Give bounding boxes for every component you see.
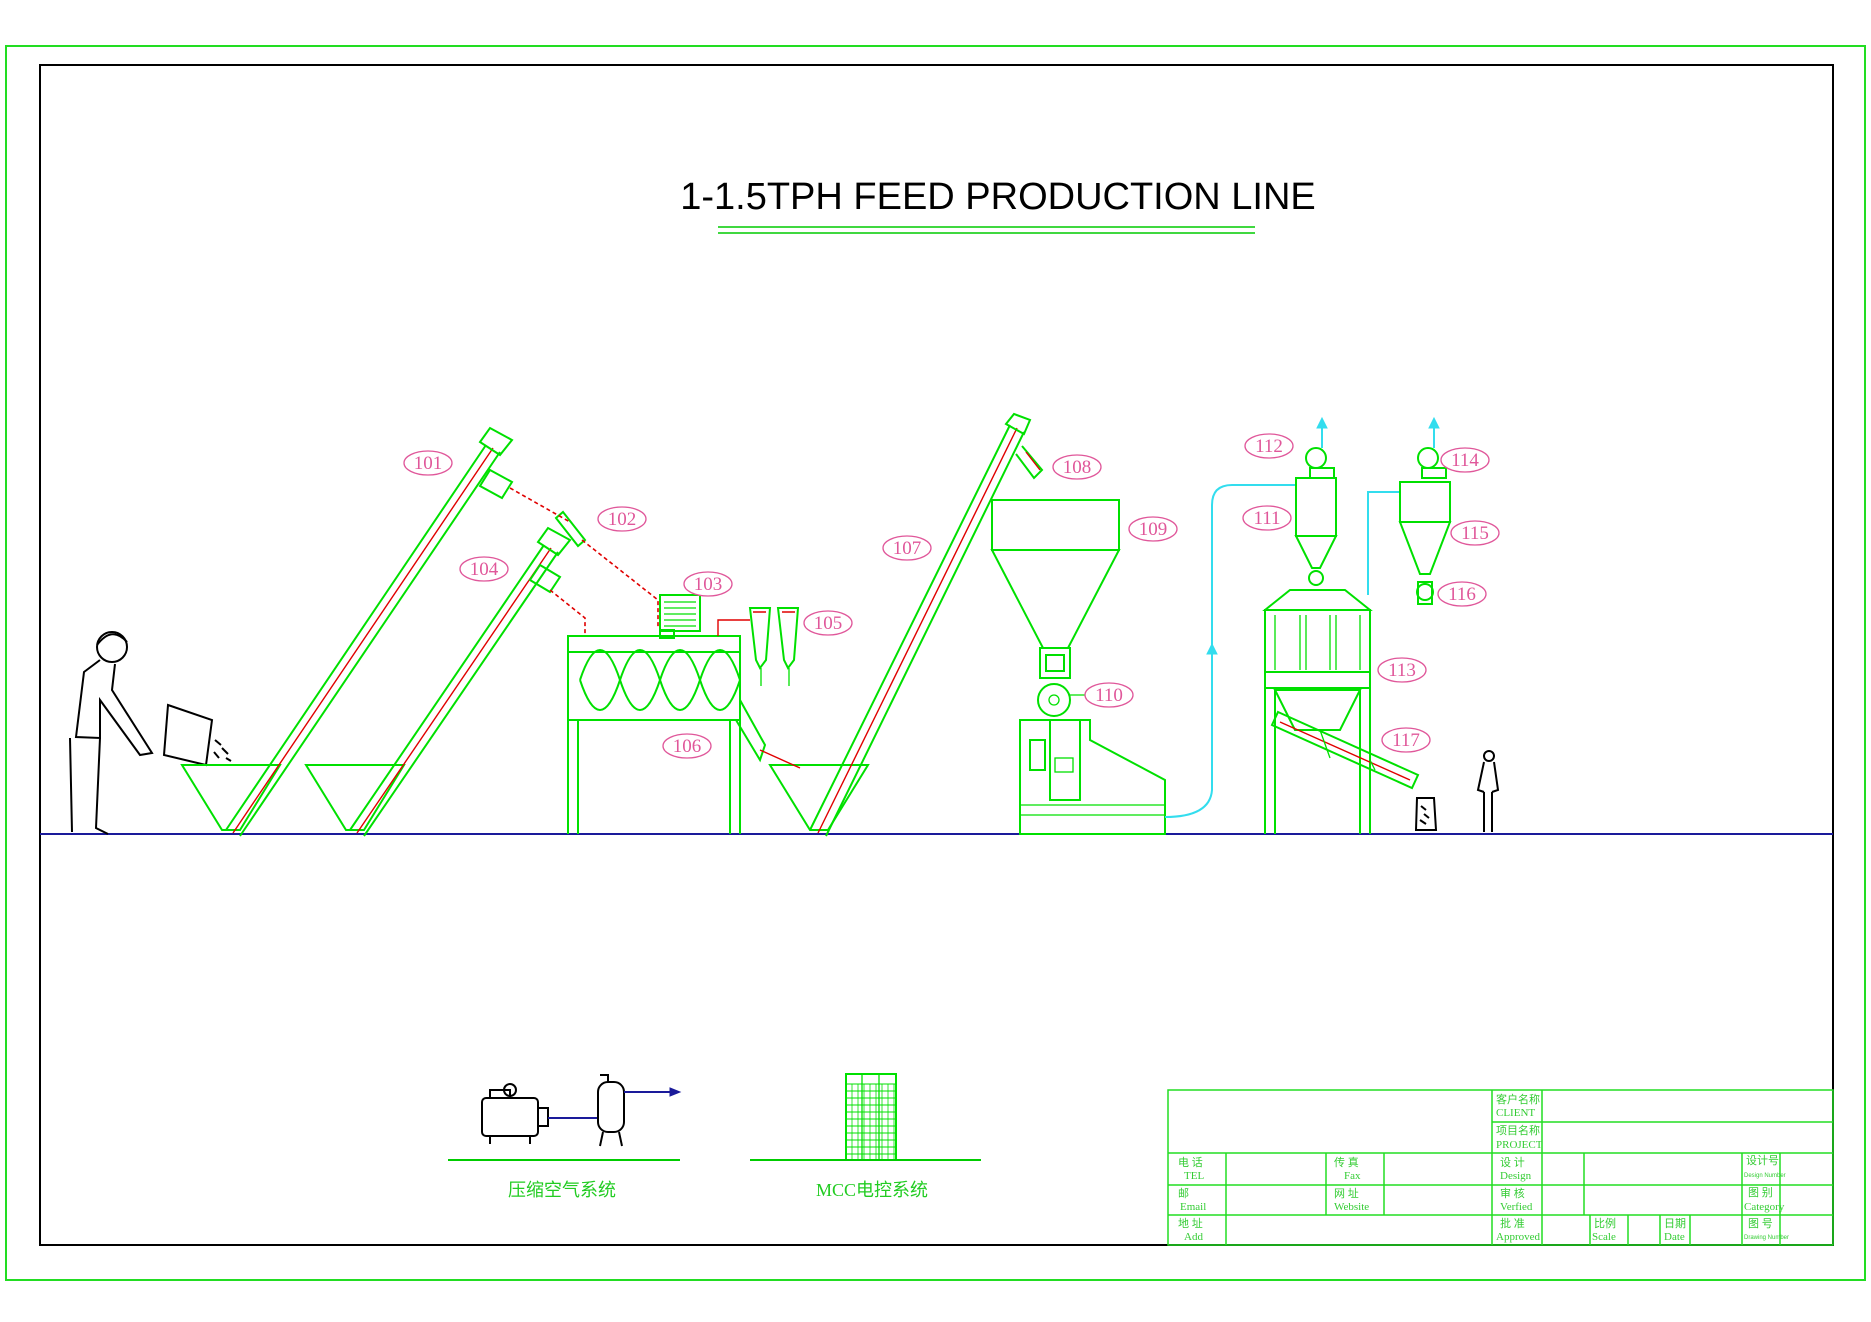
compressed-air-label: 压缩空气系统	[508, 1180, 616, 1200]
svg-text:地 址: 地 址	[1178, 1216, 1203, 1230]
fan-114	[1417, 447, 1447, 479]
duct-arrow-up-1	[1206, 642, 1218, 655]
svg-text:Fax: Fax	[1344, 1170, 1361, 1182]
svg-text:比例: 比例	[1594, 1216, 1616, 1230]
equipment-tag-label: 102	[608, 509, 637, 530]
svg-text:图 别: 图 别	[1748, 1186, 1773, 1199]
equipment-tag-114: 114	[1440, 447, 1490, 473]
cooler-113	[1262, 589, 1373, 834]
svg-text:Category: Category	[1744, 1201, 1785, 1213]
drawing-title: 1-1.5TPH FEED PRODUCTION LINE	[680, 176, 1316, 218]
svg-text:客户名称: 客户名称	[1496, 1092, 1540, 1106]
equipment-tag-label: 116	[1448, 584, 1476, 605]
equipment-tag-label: 105	[814, 613, 843, 634]
cyclone-111	[1294, 477, 1338, 586]
svg-text:Design: Design	[1500, 1170, 1532, 1182]
compressed-air-system: 压缩空气系统	[448, 1074, 682, 1200]
vent-arrow-114-head	[1428, 416, 1440, 429]
equipment-tag-label: 112	[1255, 436, 1283, 457]
equipment-tag-104: 104	[459, 556, 509, 582]
magnet-102	[509, 487, 659, 636]
conveyor-117	[1270, 710, 1420, 790]
equipment-tag-label: 110	[1095, 685, 1123, 706]
screw-conveyor-104	[304, 526, 572, 837]
bin-109	[990, 445, 1121, 649]
equipment-tag-113: 113	[1377, 657, 1427, 683]
air-duct-cyclone	[1367, 491, 1400, 595]
mcc-control-system: MCC电控系统	[750, 1073, 981, 1200]
equipment-tag-label: 101	[414, 453, 443, 474]
title-block-labels: 客户名称 CLIENT 项目名称 PROJECT 电 话 TEL 传 真 Fax…	[1178, 1092, 1789, 1243]
svg-text:设计号: 设计号	[1746, 1154, 1779, 1167]
equipment-tag-label: 109	[1139, 519, 1168, 540]
equipment-tag-101: 101	[403, 450, 453, 476]
equipment-tag-label: 113	[1388, 660, 1416, 681]
svg-text:审 核: 审 核	[1500, 1186, 1525, 1200]
svg-text:批 准: 批 准	[1500, 1216, 1525, 1230]
svg-text:设 计: 设 计	[1500, 1156, 1525, 1169]
equipment-tag-label: 115	[1461, 523, 1489, 544]
title-block	[1167, 1089, 1834, 1246]
svg-text:Verfied: Verfied	[1500, 1201, 1533, 1213]
equipment-tag-label: 114	[1451, 450, 1479, 471]
svg-text:图 号: 图 号	[1748, 1217, 1773, 1230]
screw-conveyor-107	[759, 412, 1032, 837]
equipment-tag-label: 104	[470, 559, 499, 580]
svg-text:Add: Add	[1184, 1231, 1203, 1243]
svg-text:PROJECT: PROJECT	[1496, 1139, 1543, 1151]
svg-text:邮: 邮	[1178, 1187, 1189, 1200]
equipment-tag-109: 109	[1128, 516, 1178, 542]
equipment-tag-111: 111	[1242, 505, 1292, 531]
equipment-tag-108: 108	[1052, 454, 1102, 480]
equipment-tag-116: 116	[1437, 581, 1487, 607]
filter-105	[717, 607, 800, 686]
air-duct-cooler	[1164, 484, 1296, 818]
equipment-tag-label: 108	[1063, 457, 1092, 478]
svg-text:日期: 日期	[1664, 1217, 1686, 1230]
equipment-tags: 101 102 103 104 105 106 107 108 109 110 111 112 113 1…	[403, 433, 1500, 759]
fan-112	[1305, 447, 1335, 479]
svg-text:网 址: 网 址	[1334, 1186, 1359, 1200]
equipment-tag-105: 105	[803, 610, 853, 636]
svg-text:Date: Date	[1664, 1231, 1685, 1243]
mixer-106	[567, 635, 767, 834]
equipment-tag-label: 107	[893, 538, 922, 559]
worker-small	[1476, 750, 1500, 832]
svg-text:CLIENT: CLIENT	[1496, 1107, 1535, 1119]
equipment-tag-label: 117	[1392, 730, 1420, 751]
equipment-tag-112: 112	[1244, 433, 1294, 459]
mcc-control-label: MCC电控系统	[816, 1180, 928, 1200]
equipment-tag-110: 110	[1084, 682, 1134, 708]
equipment-tag-label: 106	[673, 736, 702, 757]
equipment-tag-117: 117	[1381, 727, 1431, 753]
rotary-valve-116	[1416, 581, 1434, 605]
svg-text:Approved: Approved	[1496, 1231, 1540, 1243]
svg-text:电 话: 电 话	[1178, 1156, 1203, 1169]
svg-text:传 真: 传 真	[1334, 1155, 1359, 1169]
equipment-tag-102: 102	[597, 506, 647, 532]
svg-text:项目名称: 项目名称	[1496, 1123, 1540, 1137]
equipment-tag-107: 107	[882, 535, 932, 561]
pellet-mill-110	[1019, 647, 1166, 835]
inner-frame	[39, 64, 1834, 1246]
vent-arrow-112-head	[1316, 416, 1328, 429]
equipment-tag-label: 111	[1253, 508, 1280, 529]
outer-frame	[5, 45, 1866, 1281]
svg-text:Email: Email	[1180, 1201, 1206, 1213]
equipment-tag-label: 103	[694, 574, 723, 595]
air-outlet-arrow	[669, 1087, 682, 1097]
motor-103	[659, 594, 701, 639]
svg-text:Website: Website	[1334, 1201, 1369, 1213]
svg-text:Drawing Number: Drawing Number	[1744, 1235, 1789, 1241]
svg-text:Scale: Scale	[1592, 1231, 1616, 1243]
equipment-tag-106: 106	[662, 733, 712, 759]
equipment-tag-103: 103	[683, 571, 733, 597]
screw-conveyor-101	[180, 426, 514, 837]
equipment-tag-115: 115	[1450, 520, 1500, 546]
svg-text:Design Number: Design Number	[1744, 1173, 1786, 1179]
svg-text:TEL: TEL	[1184, 1170, 1204, 1182]
product-bag	[1414, 797, 1438, 831]
cyclone-115	[1398, 481, 1452, 575]
